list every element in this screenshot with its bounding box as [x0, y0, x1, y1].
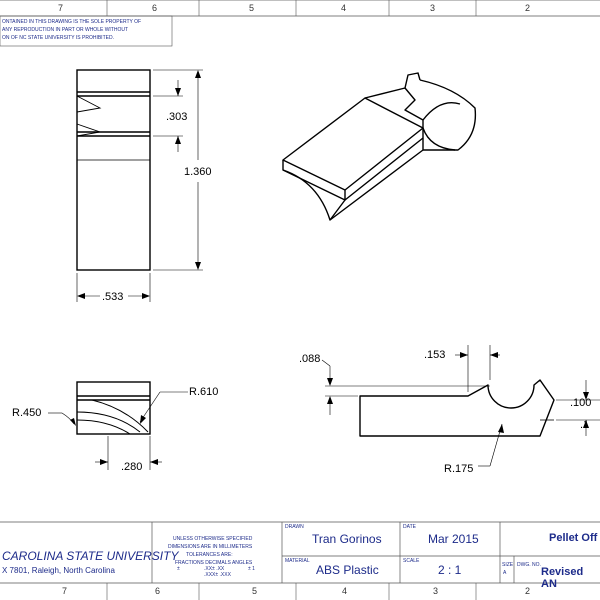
tol-val-dec: .XX± .XX [204, 566, 225, 572]
zone-bottom-5: 5 [252, 586, 258, 596]
tol-val-dec2: .XXX± .XXX [204, 572, 232, 578]
university-name: CAROLINA STATE UNIVERSITY [2, 549, 179, 563]
size-value: A [503, 570, 507, 576]
zone-bottom-3: 3 [433, 586, 439, 596]
dwg-label: DWG. NO. [517, 562, 541, 568]
dim-280: .280 [121, 461, 142, 473]
zone-top-5: 5 [249, 3, 255, 13]
tol-val-ang: ± 1 [248, 566, 255, 572]
dim-153: .153 [424, 349, 445, 361]
tol-val-frac: ± [177, 566, 180, 572]
zone-bottom-7: 7 [62, 586, 68, 596]
front-view-arrowheads [77, 70, 201, 299]
zone-bottom-2: 2 [525, 586, 531, 596]
note-line-3: ON OF NC STATE UNIVERSITY IS PROHIBITED. [2, 35, 114, 41]
zone-top-7: 7 [58, 3, 64, 13]
note-line-1: ONTAINED IN THIS DRAWING IS THE SOLE PRO… [2, 19, 141, 25]
zone-top-4: 4 [341, 3, 347, 13]
material-label: MATERIAL [285, 558, 310, 564]
zone-bottom-4: 4 [342, 586, 348, 596]
tol-line-2: DIMENSIONS ARE IN MILLIMETERS [168, 544, 253, 550]
zone-bottom-6: 6 [155, 586, 161, 596]
title-block-lines [0, 521, 600, 583]
date-value: Mar 2015 [428, 532, 479, 546]
university-address: X 7801, Raleigh, North Carolina [2, 566, 115, 575]
tol-line-1: UNLESS OTHERWISE SPECIFIED [173, 536, 253, 542]
dwg-number: Revised AN [541, 566, 584, 590]
tol-line-3: TOLERANCES ARE: [186, 552, 233, 558]
drawn-label: DRAWN [285, 524, 304, 530]
top-view-arrowheads [327, 352, 589, 433]
dim-r175: R.175 [444, 463, 473, 475]
front-view [76, 69, 151, 271]
top-view-dimensions [321, 345, 600, 467]
dim-1360: 1.360 [184, 166, 212, 178]
dim-r450: R.450 [12, 407, 41, 419]
proprietary-note-box [0, 15, 173, 47]
zone-top-3: 3 [430, 3, 436, 13]
dim-r610: R.610 [189, 386, 218, 398]
dim-088: .088 [299, 353, 320, 365]
scale-value: 2 : 1 [438, 563, 462, 577]
drawing-title: Pellet Off [549, 532, 598, 544]
zone-top-6: 6 [152, 3, 158, 13]
note-line-2: ANY REPRODUCTION IN PART OR WHOLE WITHOU… [2, 27, 128, 33]
border-frame [0, 0, 600, 584]
dim-partial: .1 [580, 419, 589, 431]
drawn-value: Tran Gorinos [312, 532, 382, 546]
side-view-dimensions [48, 391, 188, 470]
top-view [359, 379, 555, 437]
size-label: SIZE [502, 562, 514, 568]
dim-533: .533 [102, 291, 123, 303]
date-label: DATE [403, 524, 417, 530]
dim-303: .303 [166, 111, 187, 123]
side-view [76, 381, 151, 435]
dim-100: .100 [570, 397, 591, 409]
front-view-dimensions [76, 69, 203, 302]
side-view-arrowheads [70, 415, 158, 465]
zone-ticks [106, 0, 477, 600]
scale-label: SCALE [403, 558, 420, 564]
material-value: ABS Plastic [316, 563, 379, 577]
tol-head: FRACTIONS DECIMALS ANGLES [175, 560, 253, 566]
zone-top-2: 2 [525, 3, 531, 13]
isometric-view [282, 72, 477, 221]
